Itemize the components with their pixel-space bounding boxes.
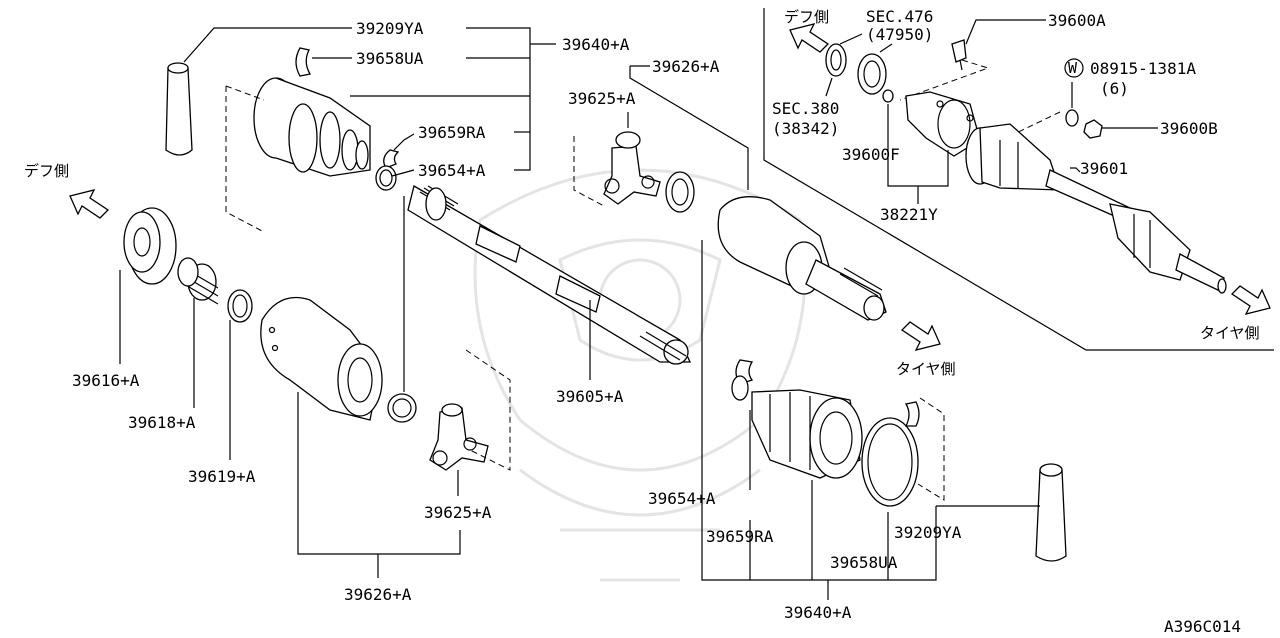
guide-boot-left <box>225 86 265 233</box>
figure-code: A396C014 <box>1164 617 1241 636</box>
label-39626a-top: 39626+A <box>652 57 720 76</box>
snap-ring-top <box>375 165 397 191</box>
nut-39600b <box>1083 119 1103 139</box>
label-39640a-top: 39640+A <box>562 35 630 54</box>
label-39658ua-top: 39658UA <box>356 49 424 68</box>
grease-tube-bottom-right <box>1035 463 1067 562</box>
label-39640a-bottom: 39640+A <box>784 603 852 622</box>
label-qty-6: (6) <box>1100 79 1129 98</box>
label-w: W <box>1068 59 1078 77</box>
label-47950: (47950) <box>866 25 933 44</box>
washer-symbol-icon <box>1064 58 1084 78</box>
boot-band-39658ua <box>295 47 312 77</box>
guide-bolt <box>899 59 990 101</box>
label-39601: 39601 <box>1080 159 1128 178</box>
arrow-diff-side-top-icon <box>789 23 830 53</box>
washer-39616a <box>123 207 177 285</box>
tripod-joint-left <box>429 403 489 471</box>
label-diff-side-top: デフ側 <box>784 8 829 26</box>
arrow-tire-side-mid-icon <box>900 321 941 351</box>
arrow-diff-side-left-icon <box>69 189 110 219</box>
tripod-joint-upper <box>603 131 661 205</box>
driveshaft-39601 <box>965 123 1227 294</box>
o-ring-39600f <box>882 89 894 103</box>
label-39626a-bottom: 39626+A <box>344 585 412 604</box>
boot-band-right <box>861 401 920 507</box>
boundary-line-top-right <box>763 8 1274 351</box>
boot-right-lower <box>731 359 863 479</box>
guide-tripod-left <box>465 349 511 471</box>
guide-tripod-upper <box>573 136 605 207</box>
label-39619a: 39619+A <box>188 467 256 486</box>
boot-left <box>253 77 371 177</box>
spring-39618a <box>177 257 219 305</box>
label-39654a-top: 39654+A <box>418 161 486 180</box>
washer-08915 <box>1065 109 1079 127</box>
label-39600a: 39600A <box>1048 11 1106 30</box>
label-38342: (38342) <box>772 119 839 138</box>
housing-39626a-left <box>260 296 383 421</box>
label-38221y: 38221Y <box>880 205 938 224</box>
shaft-39605a <box>407 185 692 365</box>
label-diff-side-left: デフ側 <box>24 162 69 180</box>
bearing-sec476 <box>857 53 887 95</box>
housing-39626a-right <box>717 196 887 321</box>
label-39618a: 39618+A <box>128 413 196 432</box>
seal-sec380 <box>825 43 847 77</box>
label-39625a-top: 39625+A <box>568 89 636 108</box>
label-sec380: SEC.380 <box>772 99 839 118</box>
bolt-39600a <box>951 39 967 71</box>
label-tire-side-mid: タイヤ側 <box>896 360 956 378</box>
guide-band-right <box>917 397 945 501</box>
arrow-tire-side-right-icon <box>1230 285 1271 315</box>
label-39600b: 39600B <box>1160 119 1218 138</box>
grease-tube-top-left <box>165 62 193 156</box>
label-39209ya-bottom: 39209YA <box>894 523 962 542</box>
label-39654a-bottom: 39654+A <box>648 489 716 508</box>
label-39658ua-bottom: 39658UA <box>830 553 898 572</box>
ring-39619a <box>227 289 253 323</box>
label-39600f: 39600F <box>842 145 900 164</box>
small-band-top <box>383 149 400 169</box>
label-tire-side-right: タイヤ側 <box>1200 324 1260 342</box>
guide-boot-top <box>225 85 265 101</box>
label-39625a-bottom: 39625+A <box>424 503 492 522</box>
label-39209ya-top: 39209YA <box>356 19 424 38</box>
snap-ring-centre <box>665 171 695 213</box>
snap-ring-left <box>387 393 417 423</box>
label-39659ra-bottom: 39659RA <box>706 527 774 546</box>
label-39659ra-top: 39659RA <box>418 123 486 142</box>
label-sec476: SEC.476 <box>866 7 933 26</box>
leader-lines <box>119 19 1158 600</box>
label-39616a: 39616+A <box>72 371 140 390</box>
part-labels: 39209YA 39658UA 39640+A 39626+A 39625+A … <box>24 7 1260 636</box>
label-39605a: 39605+A <box>556 387 624 406</box>
label-08915-1381a: 08915-1381A <box>1090 59 1196 78</box>
